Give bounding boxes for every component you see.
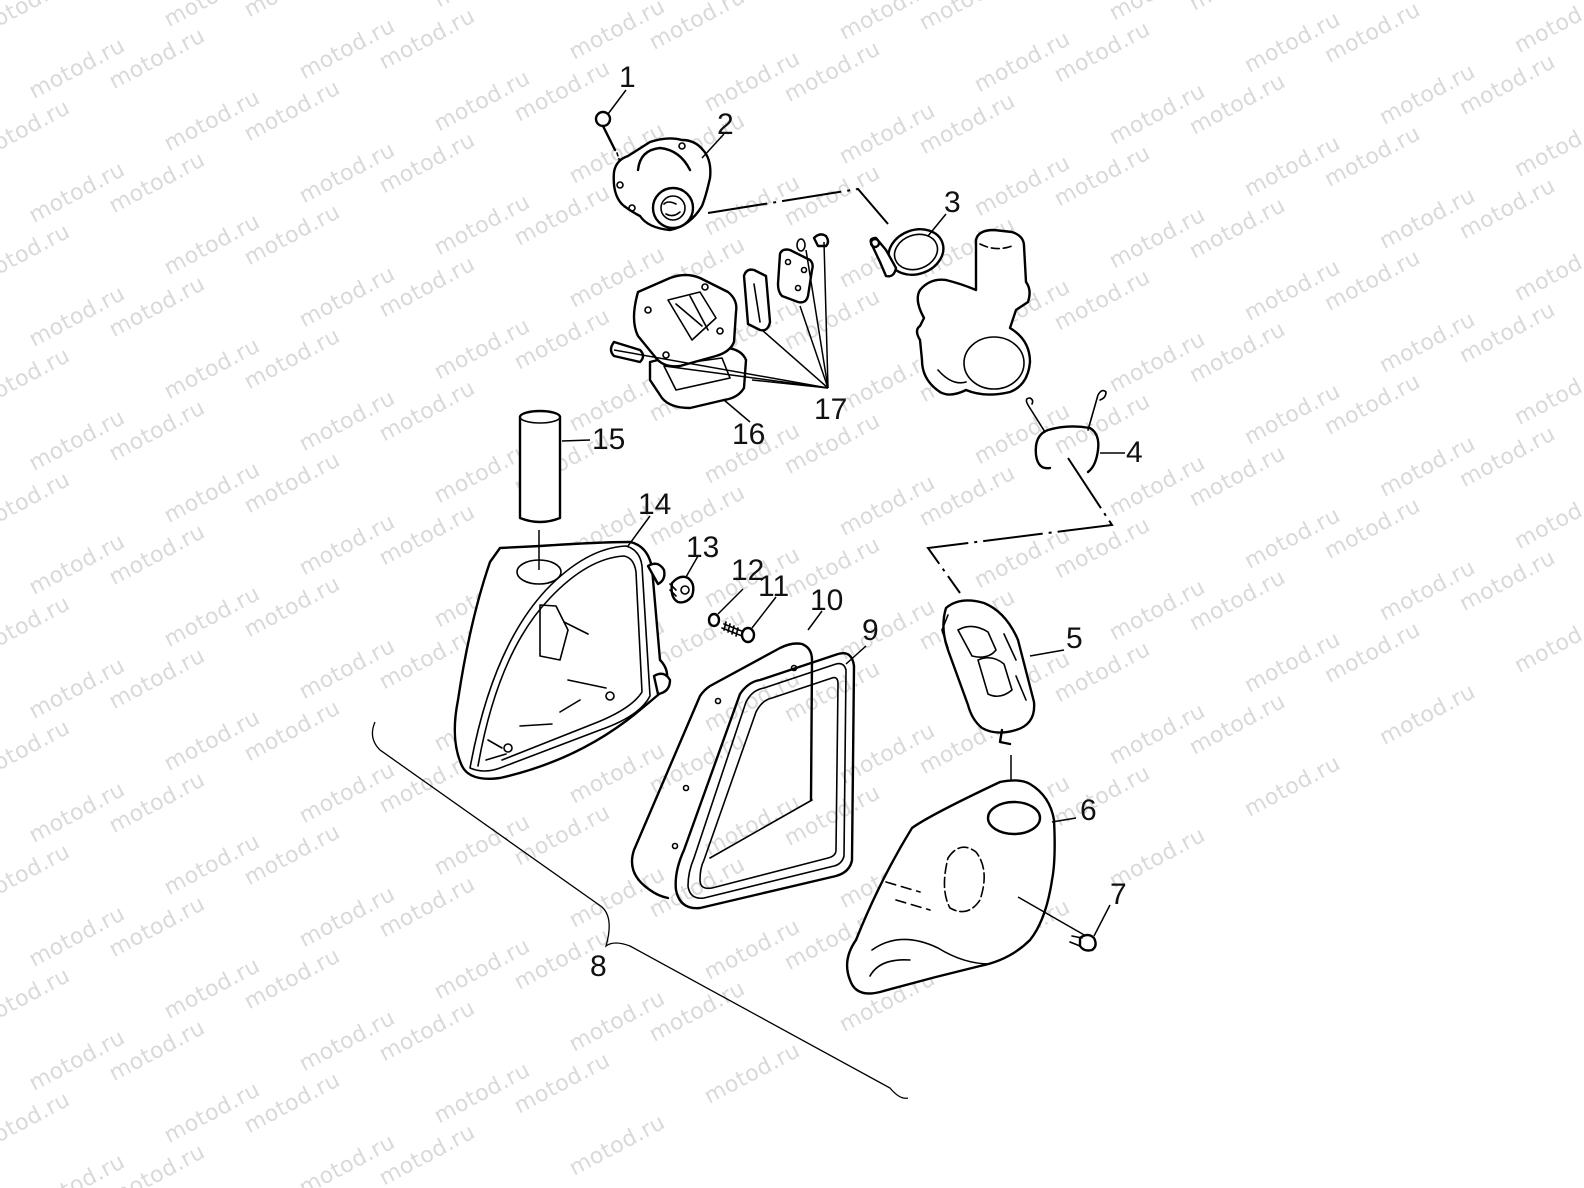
part-intake-elbow[interactable] [915, 228, 1032, 396]
callout-4: 4 [1126, 436, 1143, 469]
part-7-screw[interactable] [1069, 933, 1097, 952]
callout-15: 15 [592, 423, 626, 456]
part-17-reed-valve-set[interactable] [609, 233, 830, 389]
part-14-filter-case[interactable] [453, 540, 672, 780]
callout-12: 12 [731, 554, 765, 587]
part-2-intake-joint[interactable] [612, 137, 712, 232]
part-4-wire-clip[interactable] [1025, 389, 1107, 474]
callout-14: 14 [638, 488, 672, 521]
part-15-drain-tube[interactable] [518, 409, 562, 524]
part-5-intake-duct[interactable] [941, 599, 1036, 746]
callout-1: 1 [619, 61, 636, 94]
part-10-filter-element[interactable] [630, 642, 814, 900]
part-3-hose-clamp[interactable] [869, 222, 950, 282]
part-12-washer[interactable] [707, 612, 721, 628]
callout-17: 17 [814, 393, 848, 426]
assembly-line-4-5 [926, 457, 1114, 594]
callout-16: 16 [732, 418, 766, 451]
callout-leaders [561, 89, 1125, 937]
callout-3: 3 [944, 186, 961, 219]
callout-5: 5 [1066, 622, 1083, 655]
callout-8: 8 [590, 950, 607, 983]
part-11-screw[interactable] [721, 621, 756, 644]
callout-10: 10 [810, 584, 844, 617]
callout-9: 9 [862, 614, 879, 647]
part-13-grommet[interactable] [669, 575, 695, 604]
part-9-gasket[interactable] [674, 652, 856, 910]
assembly-line-2-3 [707, 187, 889, 225]
callout-6: 6 [1080, 794, 1097, 827]
callout-13: 13 [686, 531, 720, 564]
assembly-bracket-8 [371, 721, 909, 1099]
callout-7: 7 [1110, 878, 1127, 911]
part-1-bolt[interactable] [594, 110, 623, 169]
callout-2: 2 [717, 108, 734, 141]
part-6-case-cover[interactable] [845, 779, 1087, 995]
callout-11: 11 [758, 570, 790, 603]
